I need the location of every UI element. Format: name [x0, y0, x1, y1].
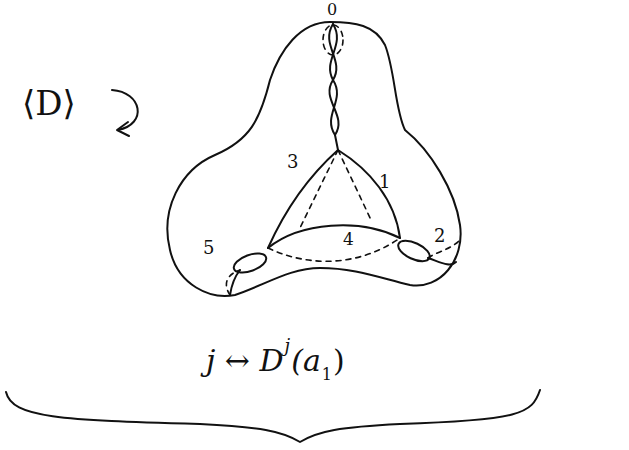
brace — [6, 390, 540, 442]
curve — [268, 150, 338, 248]
hidden-curve — [300, 150, 338, 228]
arrow-head — [117, 122, 129, 136]
curve-number: 2 — [434, 226, 445, 247]
hidden-curve — [226, 270, 240, 295]
curve — [329, 24, 338, 150]
operator-label: ⟨D⟩ — [22, 84, 76, 123]
curve-number: 1 — [379, 172, 390, 193]
curve — [268, 225, 400, 248]
curve-number: 0 — [327, 1, 337, 19]
curve — [395, 237, 433, 266]
hidden-curve — [268, 238, 400, 261]
curve-number: 3 — [287, 152, 298, 173]
correspondence: j ↔ D — [206, 344, 284, 379]
curve-number: 4 — [343, 230, 354, 250]
hidden-curve — [338, 150, 372, 222]
surface-outline — [167, 22, 460, 296]
formula-part: ) — [333, 344, 345, 379]
superscript: j — [285, 336, 291, 357]
subscript: 1 — [322, 366, 332, 384]
curve-number: 5 — [203, 238, 214, 259]
formula-part: (a — [291, 344, 321, 379]
curve — [428, 258, 456, 265]
curve — [231, 250, 268, 277]
curve — [330, 24, 337, 135]
